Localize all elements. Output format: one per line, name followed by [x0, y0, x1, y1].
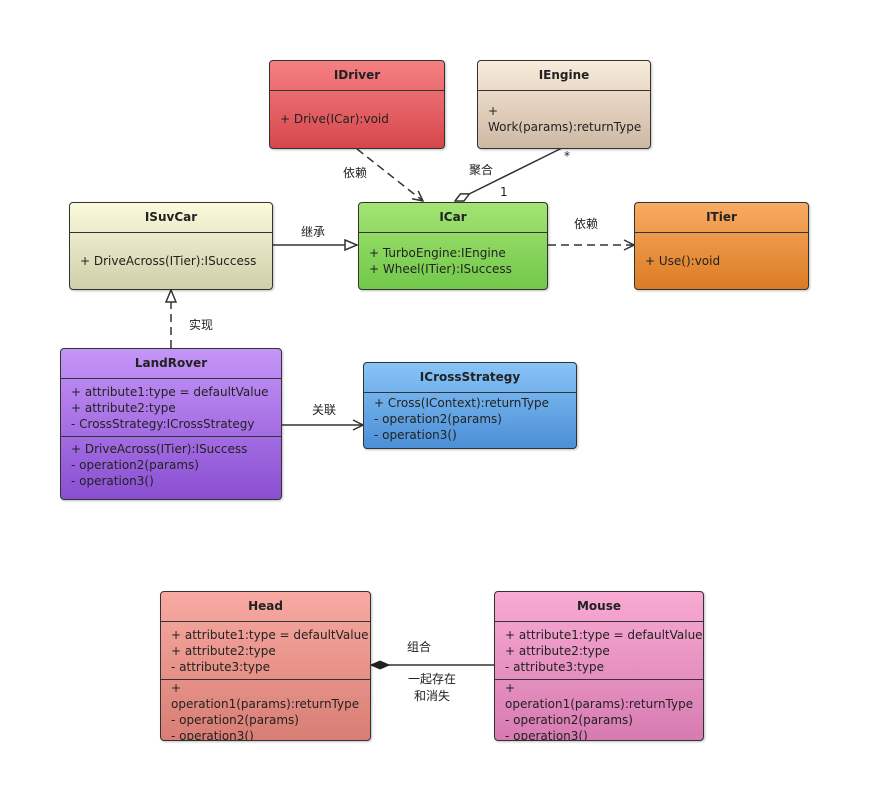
- class-icrossstrategy[interactable]: ICrossStrategy + Cross(IContext):returnT…: [363, 362, 577, 449]
- class-mouse-name: Mouse: [495, 592, 703, 622]
- class-icar[interactable]: ICar + TurboEngine:IEngine + Wheel(ITier…: [358, 202, 548, 290]
- aggregation-multiplicity-icar: 1: [500, 185, 508, 199]
- operation: - operation2(params): [171, 713, 299, 727]
- class-landrover-operations: + DriveAcross(ITier):ISuccess - operatio…: [61, 436, 281, 489]
- class-iengine-members: + Work(params):returnType: [478, 91, 650, 135]
- attribute: + attribute1:type = defaultValue: [71, 385, 269, 399]
- operation: - operation3(): [171, 729, 254, 741]
- attribute: - attribute3:type: [171, 660, 270, 674]
- class-idriver[interactable]: IDriver + Drive(ICar):void: [269, 60, 445, 149]
- operation: - operation2(params): [71, 458, 199, 472]
- dependency-driver-label: 依赖: [343, 166, 368, 180]
- class-iengine[interactable]: IEngine + Work(params):returnType: [477, 60, 651, 149]
- class-head-operations: + operation1(params):returnType - operat…: [161, 679, 370, 741]
- member: + Drive(ICar):void: [280, 112, 389, 126]
- class-isuvcar-name: ISuvCar: [70, 203, 272, 233]
- attribute: + attribute1:type = defaultValue: [505, 628, 703, 642]
- class-icrossstrategy-name: ICrossStrategy: [364, 363, 576, 393]
- class-icar-name: ICar: [359, 203, 547, 233]
- dependency-driver-line: [356, 148, 423, 201]
- class-mouse-attributes: + attribute1:type = defaultValue + attri…: [495, 622, 703, 679]
- class-landrover-attributes: + attribute1:type = defaultValue + attri…: [61, 379, 281, 436]
- operation: operation1(params):returnType: [505, 697, 694, 711]
- class-isuvcar-members: + DriveAcross(ITier):ISuccess: [70, 233, 272, 269]
- member: + Use():void: [645, 254, 721, 268]
- class-icrossstrategy-members: + Cross(IContext):returnType - operation…: [364, 393, 576, 443]
- class-idriver-name: IDriver: [270, 61, 444, 91]
- attribute: - CrossStrategy:ICrossStrategy: [71, 417, 255, 431]
- member: + Wheel(ITier):ISuccess: [369, 262, 512, 276]
- class-mouse-operations: + operation1(params):returnType - operat…: [495, 679, 703, 741]
- member: + TurboEngine:IEngine: [369, 246, 506, 260]
- member: + DriveAcross(ITier):ISuccess: [80, 254, 257, 268]
- dependency-tier-label: 依赖: [574, 217, 599, 231]
- realization-label: 实现: [189, 318, 214, 332]
- operation: operation1(params):returnType: [171, 697, 360, 711]
- operation: - operation3(): [71, 474, 154, 488]
- class-mouse[interactable]: Mouse + attribute1:type = defaultValue +…: [494, 591, 704, 741]
- class-isuvcar[interactable]: ISuvCar + DriveAcross(ITier):ISuccess: [69, 202, 273, 290]
- attribute: + attribute2:type: [505, 644, 610, 658]
- aggregation-line: [455, 147, 563, 201]
- class-icar-members: + TurboEngine:IEngine + Wheel(ITier):ISu…: [359, 233, 547, 277]
- class-idriver-members: + Drive(ICar):void: [270, 91, 444, 127]
- member: - operation2(params): [374, 412, 502, 426]
- attribute: + attribute2:type: [71, 401, 176, 415]
- inheritance-label: 继承: [301, 225, 326, 239]
- aggregation-label: 聚合: [469, 163, 494, 177]
- composition-note: 一起存在 和消失: [400, 671, 464, 705]
- attribute: + attribute1:type = defaultValue: [171, 628, 369, 642]
- class-head-attributes: + attribute1:type = defaultValue + attri…: [161, 622, 370, 679]
- member: - operation3(): [374, 428, 457, 442]
- member: +: [488, 104, 499, 118]
- composition-note-line: 和消失: [413, 689, 450, 703]
- class-itier-members: + Use():void: [635, 233, 808, 269]
- operation: +: [171, 681, 182, 695]
- association-label: 关联: [312, 403, 337, 417]
- class-head[interactable]: Head + attribute1:type = defaultValue + …: [160, 591, 371, 741]
- operation: - operation3(): [505, 729, 588, 741]
- class-iengine-name: IEngine: [478, 61, 650, 91]
- aggregation-multiplicity-engine: *: [564, 149, 570, 163]
- operation: - operation2(params): [505, 713, 633, 727]
- operation: + DriveAcross(ITier):ISuccess: [71, 442, 248, 456]
- class-landrover[interactable]: LandRover + attribute1:type = defaultVal…: [60, 348, 282, 500]
- member: + Cross(IContext):returnType: [374, 396, 549, 410]
- member: Work(params):returnType: [488, 120, 642, 134]
- composition-note-line: 一起存在: [407, 672, 456, 686]
- composition-label: 组合: [407, 640, 432, 654]
- class-itier-name: ITier: [635, 203, 808, 233]
- operation: +: [505, 681, 516, 695]
- attribute: - attribute3:type: [505, 660, 604, 674]
- class-head-name: Head: [161, 592, 370, 622]
- class-itier[interactable]: ITier + Use():void: [634, 202, 809, 290]
- class-landrover-name: LandRover: [61, 349, 281, 379]
- attribute: + attribute2:type: [171, 644, 276, 658]
